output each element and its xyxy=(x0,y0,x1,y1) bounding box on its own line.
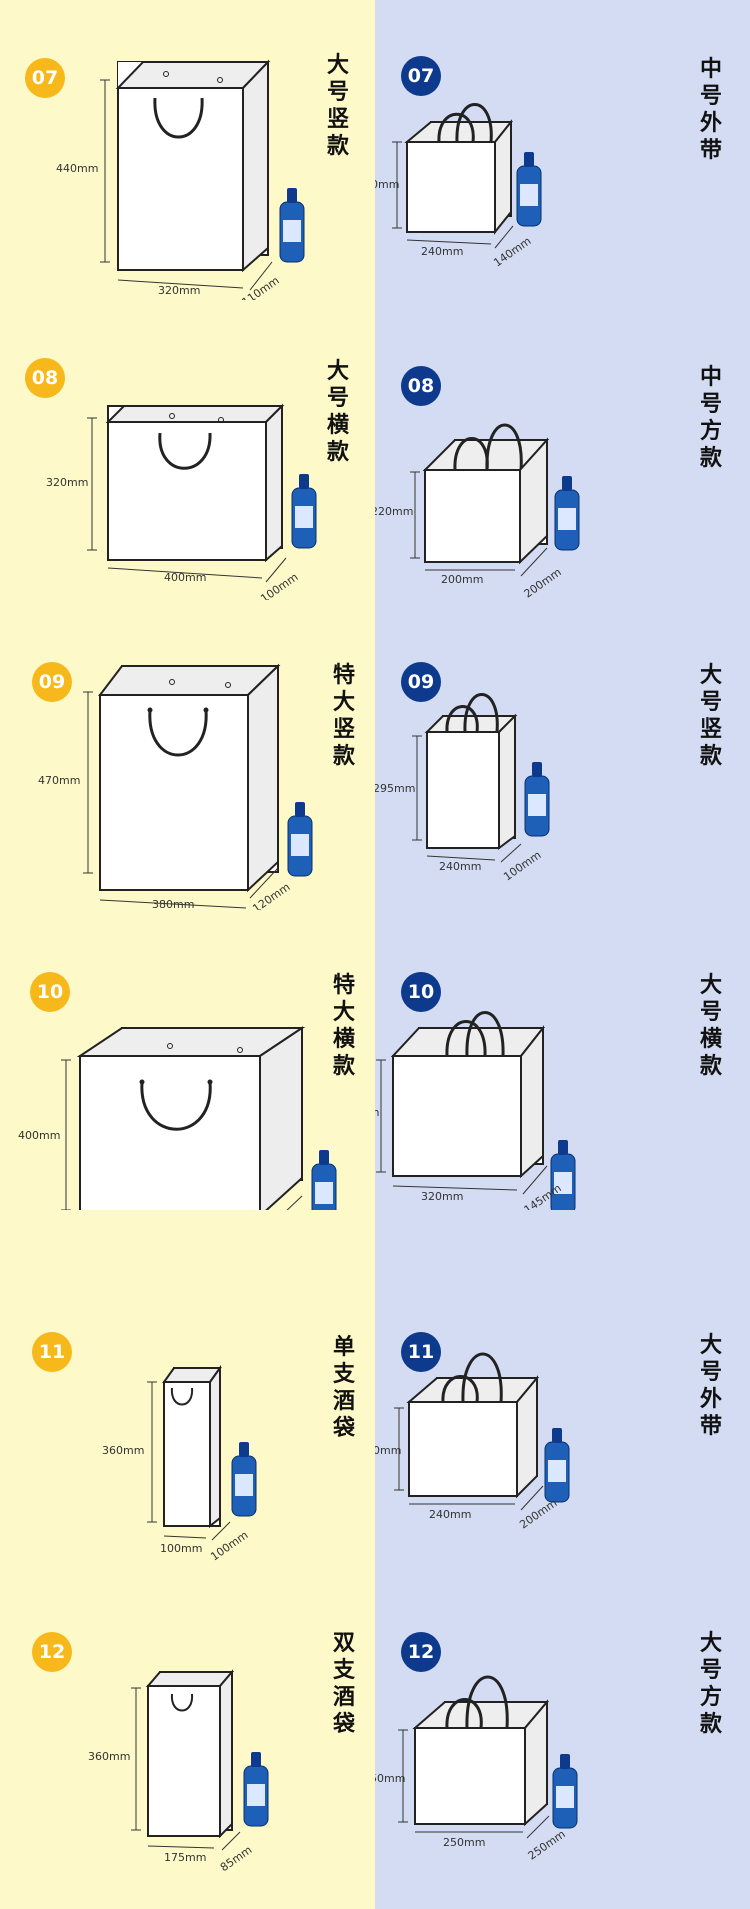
item-number-badge: 09 xyxy=(401,662,441,702)
height-dimension: 360mm xyxy=(88,1750,130,1763)
item-number-badge: 08 xyxy=(25,358,65,398)
height-dimension: 470mm xyxy=(38,774,80,787)
depth-dimension: 120mm xyxy=(250,880,292,910)
width-dimension: 380mm xyxy=(152,898,194,910)
bag-title: 大号外带 xyxy=(699,1333,722,1439)
height-dimension: 400mm xyxy=(18,1129,60,1142)
paper-bag-illustration: 360mm 100mm 100mm xyxy=(102,1364,257,1563)
bag-card-right-09: 09 大号竖款 295mm 240mm 100mm xyxy=(375,600,750,910)
depth-dimension: 85mm xyxy=(218,1843,254,1874)
bag-card-left-12: 12 双支酒袋 360mm 175mm 85mm xyxy=(0,1590,375,1909)
depth-dimension: 100mm xyxy=(258,570,300,600)
bag-card-right-07: 07 中号外带 200mm 240mm 140mm xyxy=(375,0,750,300)
paper-bag-illustration: 400mm 460mm 150mm xyxy=(18,1026,337,1210)
bag-card-right-11: 11 大号外带 240mm 240mm 200mm xyxy=(375,1290,750,1590)
bag-card-right-12: 12 大号方款 250mm 250mm 250mm xyxy=(375,1590,750,1909)
bag-title: 大号竖款 xyxy=(699,663,722,769)
paper-bag-illustration: 440mm 320mm 110mm xyxy=(56,59,305,300)
width-dimension: 240mm xyxy=(429,1508,471,1521)
bag-card-right-08: 08 中号方款 220mm 200mm 200mm xyxy=(375,300,750,600)
item-number-badge: 10 xyxy=(30,972,70,1012)
bag-title: 中号方款 xyxy=(699,365,722,471)
item-number-badge: 09 xyxy=(32,662,72,702)
item-number-badge: 12 xyxy=(32,1632,72,1672)
item-number-badge: 11 xyxy=(32,1332,72,1372)
depth-dimension: 100mm xyxy=(501,848,543,883)
height-dimension: 340mm xyxy=(375,1106,379,1119)
bag-card-left-08: 08 大号横款 320mm 400mm 100mm xyxy=(0,300,375,600)
depth-dimension: 200mm xyxy=(517,1496,559,1531)
width-dimension: 175mm xyxy=(164,1851,206,1864)
bag-title: 单支酒袋 xyxy=(332,1335,355,1441)
height-dimension: 295mm xyxy=(375,782,415,795)
height-dimension: 220mm xyxy=(375,505,413,518)
paper-bag-illustration: 320mm 400mm 100mm xyxy=(46,403,317,600)
bag-title: 双支酒袋 xyxy=(332,1631,355,1737)
depth-dimension: 200mm xyxy=(522,566,564,600)
bag-card-left-11: 11 单支酒袋 360mm 100mm 100mm xyxy=(0,1290,375,1590)
paper-bag-illustration: 360mm 175mm 85mm xyxy=(88,1669,269,1874)
width-dimension: 320mm xyxy=(158,284,200,297)
paper-bag-illustration: 240mm 240mm 200mm xyxy=(375,1352,570,1531)
bag-title: 特大竖款 xyxy=(332,663,355,769)
item-number-badge: 08 xyxy=(401,366,441,406)
item-number-badge: 10 xyxy=(401,972,441,1012)
bag-card-right-10: 10 大号横款 340mm 320mm 145mm xyxy=(375,910,750,1210)
height-dimension: 200mm xyxy=(375,178,399,191)
depth-dimension: 110mm xyxy=(239,274,281,300)
bag-card-left-07: 07 大号竖款 440mm 320mm 110mm xyxy=(0,0,375,300)
width-dimension: 200mm xyxy=(441,573,483,586)
paper-bag-illustration: 340mm 320mm 145mm xyxy=(375,1011,576,1210)
bag-card-left-10: 10 特大横款 400mm 460mm 150mm xyxy=(0,910,375,1210)
right-column xyxy=(375,0,750,1909)
paper-bag-illustration: 250mm 250mm 250mm xyxy=(375,1675,578,1863)
item-number-badge: 07 xyxy=(25,58,65,98)
bag-title: 大号横款 xyxy=(699,973,722,1079)
item-number-badge: 07 xyxy=(401,56,441,96)
height-dimension: 320mm xyxy=(46,476,88,489)
width-dimension: 240mm xyxy=(421,245,463,258)
width-dimension: 400mm xyxy=(164,571,206,584)
paper-bag-illustration: 200mm 240mm 140mm xyxy=(375,103,542,269)
bag-title: 大号方款 xyxy=(699,1631,722,1737)
bag-title: 特大横款 xyxy=(332,973,355,1079)
left-column xyxy=(0,0,375,1909)
width-dimension: 250mm xyxy=(443,1836,485,1849)
width-dimension: 100mm xyxy=(160,1542,202,1555)
height-dimension: 440mm xyxy=(56,162,98,175)
bag-title: 中号外带 xyxy=(699,57,722,163)
height-dimension: 360mm xyxy=(102,1444,144,1457)
item-number-badge: 11 xyxy=(401,1332,441,1372)
height-dimension: 240mm xyxy=(375,1444,401,1457)
bag-title: 大号横款 xyxy=(326,359,349,465)
bag-card-left-09: 09 特大竖款 470mm 380mm 120mm xyxy=(0,600,375,910)
width-dimension: 320mm xyxy=(421,1190,463,1203)
paper-bag-illustration: 220mm 200mm 200mm xyxy=(375,423,580,600)
bag-title: 大号竖款 xyxy=(326,53,349,159)
paper-bag-illustration: 295mm 240mm 100mm xyxy=(375,693,550,883)
paper-bag-illustration: 470mm 380mm 120mm xyxy=(38,663,313,910)
depth-dimension: 140mm xyxy=(491,234,533,269)
width-dimension: 240mm xyxy=(439,860,481,873)
height-dimension: 250mm xyxy=(375,1772,405,1785)
depth-dimension: 100mm xyxy=(208,1528,250,1563)
item-number-badge: 12 xyxy=(401,1632,441,1672)
